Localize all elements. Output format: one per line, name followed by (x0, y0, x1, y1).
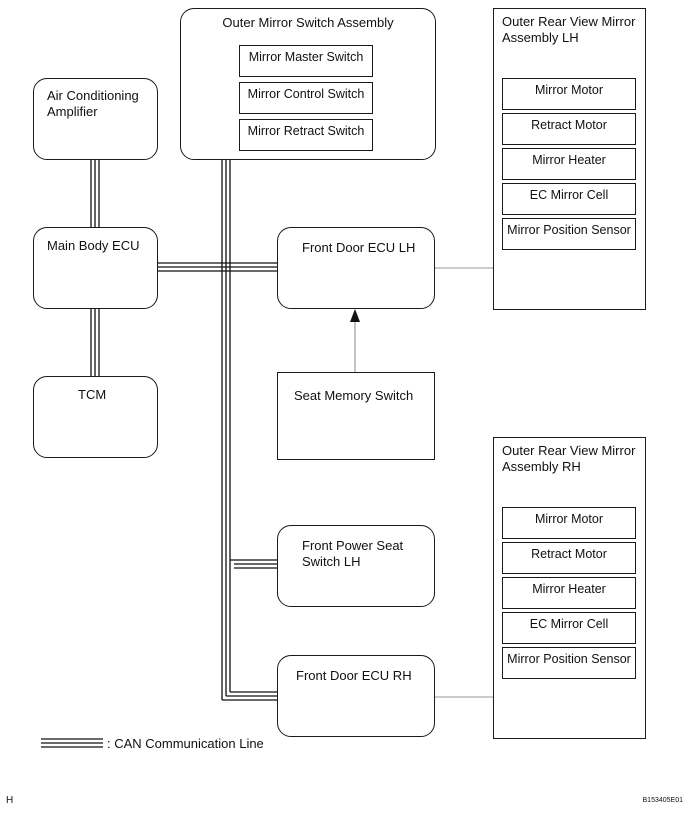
mirror-retract-switch: Mirror Retract Switch (239, 119, 373, 151)
mirror-rh-mirror-heater: Mirror Heater (502, 577, 636, 609)
tcm-label: TCM (78, 387, 107, 402)
seat-memory-switch: Seat Memory Switch (277, 372, 435, 460)
mirror-lh-mirror-heater: Mirror Heater (502, 148, 636, 180)
power-seat-switch-line1: Front Power Seat (302, 538, 404, 553)
main-body-ecu: Main Body ECU (33, 227, 158, 309)
mirror-rh-title-line1: Outer Rear View Mirror (502, 443, 636, 458)
can-line-to-power-seat (230, 559, 277, 569)
mirror-rh-retract-motor: Retract Motor (502, 542, 636, 574)
thin-lines (434, 267, 493, 698)
mirror-master-switch: Mirror Master Switch (239, 45, 373, 77)
legend-can-sample (41, 738, 103, 748)
can-bus-lines (90, 160, 277, 701)
mirror-rh-title-line2: Assembly RH (502, 459, 581, 474)
outer-rear-view-mirror-rh: Outer Rear View Mirror Assembly RH Mirro… (493, 437, 646, 739)
ac-amplifier-line1: Air Conditioning (47, 88, 139, 103)
mirror-rh-mirror-motor: Mirror Motor (502, 507, 636, 539)
mirror-lh-retract-motor: Retract Motor (502, 113, 636, 145)
front-door-ecu-rh: Front Door ECU RH (277, 655, 435, 737)
can-line-to-fd-rh (222, 691, 277, 701)
mirror-lh-position-sensor: Mirror Position Sensor (502, 218, 636, 250)
can-line-ac-to-mainbody (90, 160, 100, 227)
mirror-rh-position-sensor: Mirror Position Sensor (502, 647, 636, 679)
tcm: TCM (33, 376, 158, 458)
front-door-ecu-rh-label: Front Door ECU RH (296, 668, 412, 683)
front-power-seat-switch-lh: Front Power Seat Switch LH (277, 525, 435, 607)
power-seat-switch-line2: Switch LH (302, 554, 361, 569)
can-trunk-vertical (221, 160, 231, 700)
ac-amplifier-line2: Amplifier (47, 104, 98, 119)
legend-can-label: : CAN Communication Line (107, 736, 264, 751)
footer-left-mark: H (6, 795, 14, 806)
front-door-ecu-lh-label: Front Door ECU LH (302, 240, 416, 255)
mirror-control-switch: Mirror Control Switch (239, 82, 373, 114)
arrow-seat-memory-to-fdlh (350, 309, 360, 372)
outer-rear-view-mirror-lh: Outer Rear View Mirror Assembly LH Mirro… (493, 8, 646, 310)
mirror-lh-mirror-motor: Mirror Motor (502, 78, 636, 110)
main-body-ecu-label: Main Body ECU (47, 238, 140, 253)
outer-mirror-switch-assembly: Outer Mirror Switch Assembly Mirror Mast… (180, 8, 436, 160)
front-door-ecu-lh: Front Door ECU LH (277, 227, 435, 309)
mirror-lh-title-line2: Assembly LH (502, 30, 579, 45)
outer-mirror-switch-title: Outer Mirror Switch Assembly (222, 15, 394, 30)
mirror-lh-ec-mirror-cell: EC Mirror Cell (502, 183, 636, 215)
mirror-lh-title-line1: Outer Rear View Mirror (502, 14, 636, 29)
air-conditioning-amplifier: Air Conditioning Amplifier (33, 78, 158, 160)
mirror-rh-ec-mirror-cell: EC Mirror Cell (502, 612, 636, 644)
figure-code: B153405E01 (642, 797, 683, 804)
can-line-mainbody-to-fdlh (157, 262, 277, 272)
seat-memory-switch-label: Seat Memory Switch (294, 388, 414, 403)
can-line-mainbody-to-tcm (90, 308, 100, 376)
